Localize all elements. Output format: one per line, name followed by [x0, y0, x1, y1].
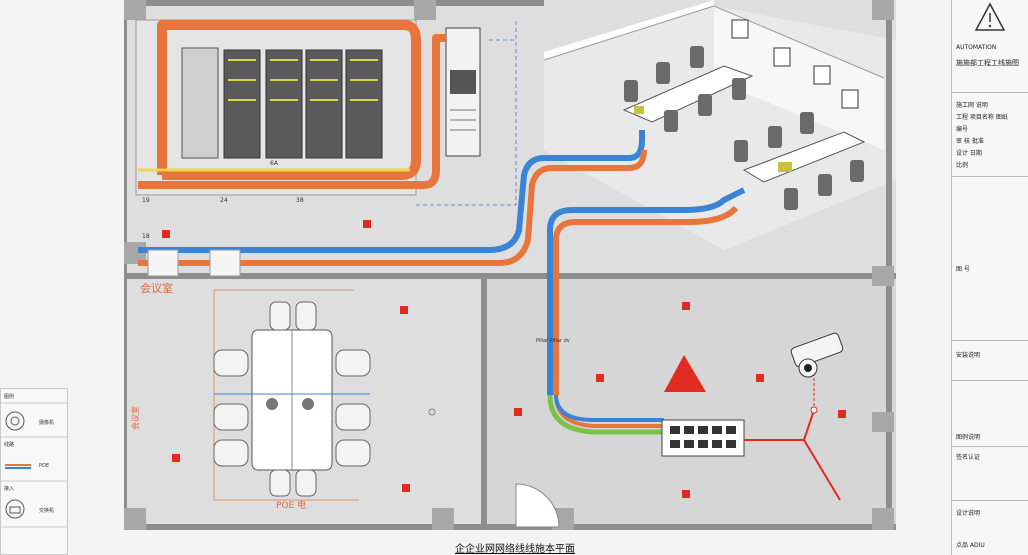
- left-legend: 图例 摄像机 线路 POE 接入 交换机: [0, 388, 68, 555]
- svg-text:6A: 6A: [270, 160, 279, 167]
- svg-text:19: 19: [142, 197, 150, 204]
- svg-text:会议室: 会议室: [130, 406, 140, 430]
- camera-legend-icon: [5, 411, 25, 431]
- title-block: AUTOMATION 施施部工程工线施图 施工网 说明 工程 项目名称 图纸 编…: [951, 0, 1028, 555]
- title-block-bottom: 点品 ADIU: [956, 542, 985, 549]
- server-cabinet: [181, 47, 219, 159]
- door: [515, 483, 560, 528]
- legend-heading: 图例: [4, 394, 15, 400]
- legend-symbols: [1, 402, 67, 528]
- drawing-title: 施施部工程工线施图: [956, 59, 1019, 67]
- table-port-icon: [266, 398, 278, 410]
- office-furniture: [622, 46, 866, 210]
- walls: [124, 0, 896, 530]
- svg-text:Pillar Pillar dv: Pillar Pillar dv: [536, 338, 570, 344]
- company-name: AUTOMATION: [956, 44, 997, 51]
- svg-text:24: 24: [220, 197, 228, 204]
- office-wall: [714, 6, 884, 150]
- network-switch: [661, 419, 745, 457]
- floor-plan: 会议室 POE 电 19 24 38 18 6A Pillar Pillar d…: [124, 0, 896, 530]
- svg-text:38: 38: [296, 197, 304, 204]
- drawing-caption: 企企业网网络线线施本平面: [455, 544, 575, 555]
- dome-legend-icon: [5, 499, 25, 519]
- cctv-camera-icon: [790, 332, 844, 378]
- cable-runs: [138, 20, 746, 435]
- legend-camera-label: 摄像机: [39, 420, 55, 426]
- warning-triangle-icon: [664, 355, 706, 392]
- legend-line-label: 线路: [4, 442, 15, 448]
- logo-icon: [974, 2, 1006, 31]
- poe-label: POE 电: [276, 499, 306, 511]
- meeting-room: [213, 289, 371, 501]
- pillars: [124, 0, 894, 530]
- server-racks: [223, 49, 383, 159]
- svg-text:18: 18: [142, 233, 150, 240]
- red-markers: [162, 220, 846, 498]
- legend-switch-label: 交换机: [39, 508, 55, 514]
- legend-poe-label: POE: [39, 463, 50, 469]
- legend-access-label: 接入: [4, 486, 15, 492]
- meeting-room-label: 会议室: [140, 281, 173, 295]
